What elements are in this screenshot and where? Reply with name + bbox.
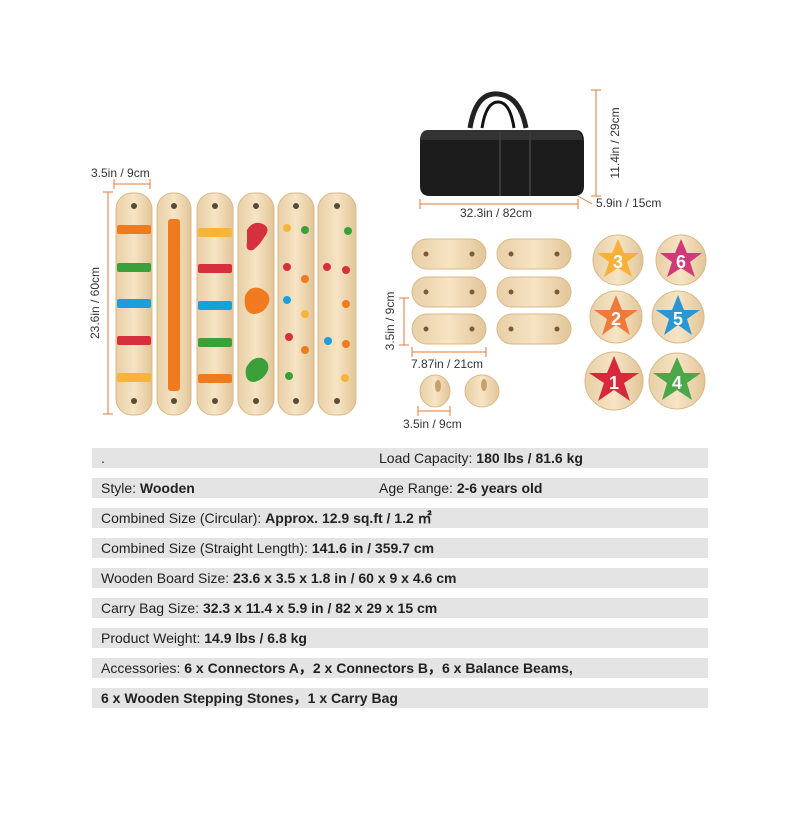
spec-row-weight: Product Weight: 14.9 lbs / 6.8 kg: [92, 628, 708, 648]
wooden-boards: [115, 192, 357, 416]
bag-length-label: 32.3in / 82cm: [460, 206, 533, 220]
stepping-stones: [584, 234, 707, 411]
age-range: Age Range: 2-6 years old: [379, 480, 543, 496]
stone-number: 4: [672, 373, 682, 393]
board-width-label: 3.5in / 9cm: [91, 166, 150, 180]
board-5: [277, 192, 315, 416]
connector-dimension-lines: [417, 406, 451, 416]
spec-row-straight-length: Combined Size (Straight Length): 141.6 i…: [92, 538, 708, 558]
board-dimension-lines: [103, 179, 151, 415]
beam-dimension-lines: [399, 297, 487, 357]
balance-beams: [411, 238, 572, 345]
stone-number: 6: [676, 252, 686, 272]
connectors: [419, 374, 500, 408]
spec-row-marker: .: [101, 450, 105, 466]
stone-5: [651, 290, 705, 344]
spec-row-accessories-cont: 6 x Wooden Stepping Stones，1 x Carry Bag: [92, 688, 708, 708]
stone-number: 5: [673, 309, 683, 329]
bag-depth-label: 5.9in / 15cm: [596, 196, 662, 210]
carry-bag: [420, 91, 584, 196]
spec-table: . Load Capacity: 180 lbs / 81.6 kg Style…: [92, 448, 708, 718]
spec-row-style: Style: Wooden Age Range: 2-6 years old: [92, 478, 708, 498]
beam-length-label: 7.87in / 21cm: [411, 357, 484, 371]
stone-6: [655, 234, 707, 286]
stone-number: 3: [613, 252, 623, 272]
board-1: [115, 192, 153, 416]
stone-1: [584, 351, 644, 411]
stone-3: [592, 234, 644, 286]
board-6: [317, 192, 357, 416]
stone-number: 2: [611, 309, 621, 329]
stone-2: [589, 290, 643, 344]
board-3: [196, 192, 234, 416]
stone-4: [648, 352, 706, 410]
spec-row-board-size: Wooden Board Size: 23.6 x 3.5 x 1.8 in /…: [92, 568, 708, 588]
spec-row-load: . Load Capacity: 180 lbs / 81.6 kg: [92, 448, 708, 468]
load-capacity: Load Capacity: 180 lbs / 81.6 kg: [379, 450, 583, 466]
product-illustration: [103, 89, 707, 416]
connector-width-label: 3.5in / 9cm: [403, 417, 462, 431]
spec-row-accessories: Accessories: 6 x Connectors A，2 x Connec…: [92, 658, 708, 678]
board-4: [237, 192, 275, 416]
board-2: [156, 192, 192, 416]
bag-dimension-lines: [419, 89, 601, 209]
spec-row-bag-size: Carry Bag Size: 32.3 x 11.4 x 5.9 in / 8…: [92, 598, 708, 618]
spec-row-circular-size: Combined Size (Circular): Approx. 12.9 s…: [92, 508, 708, 528]
stone-numbers: 3 6 2 5 1 4: [0, 0, 800, 440]
stone-number: 1: [609, 373, 619, 393]
